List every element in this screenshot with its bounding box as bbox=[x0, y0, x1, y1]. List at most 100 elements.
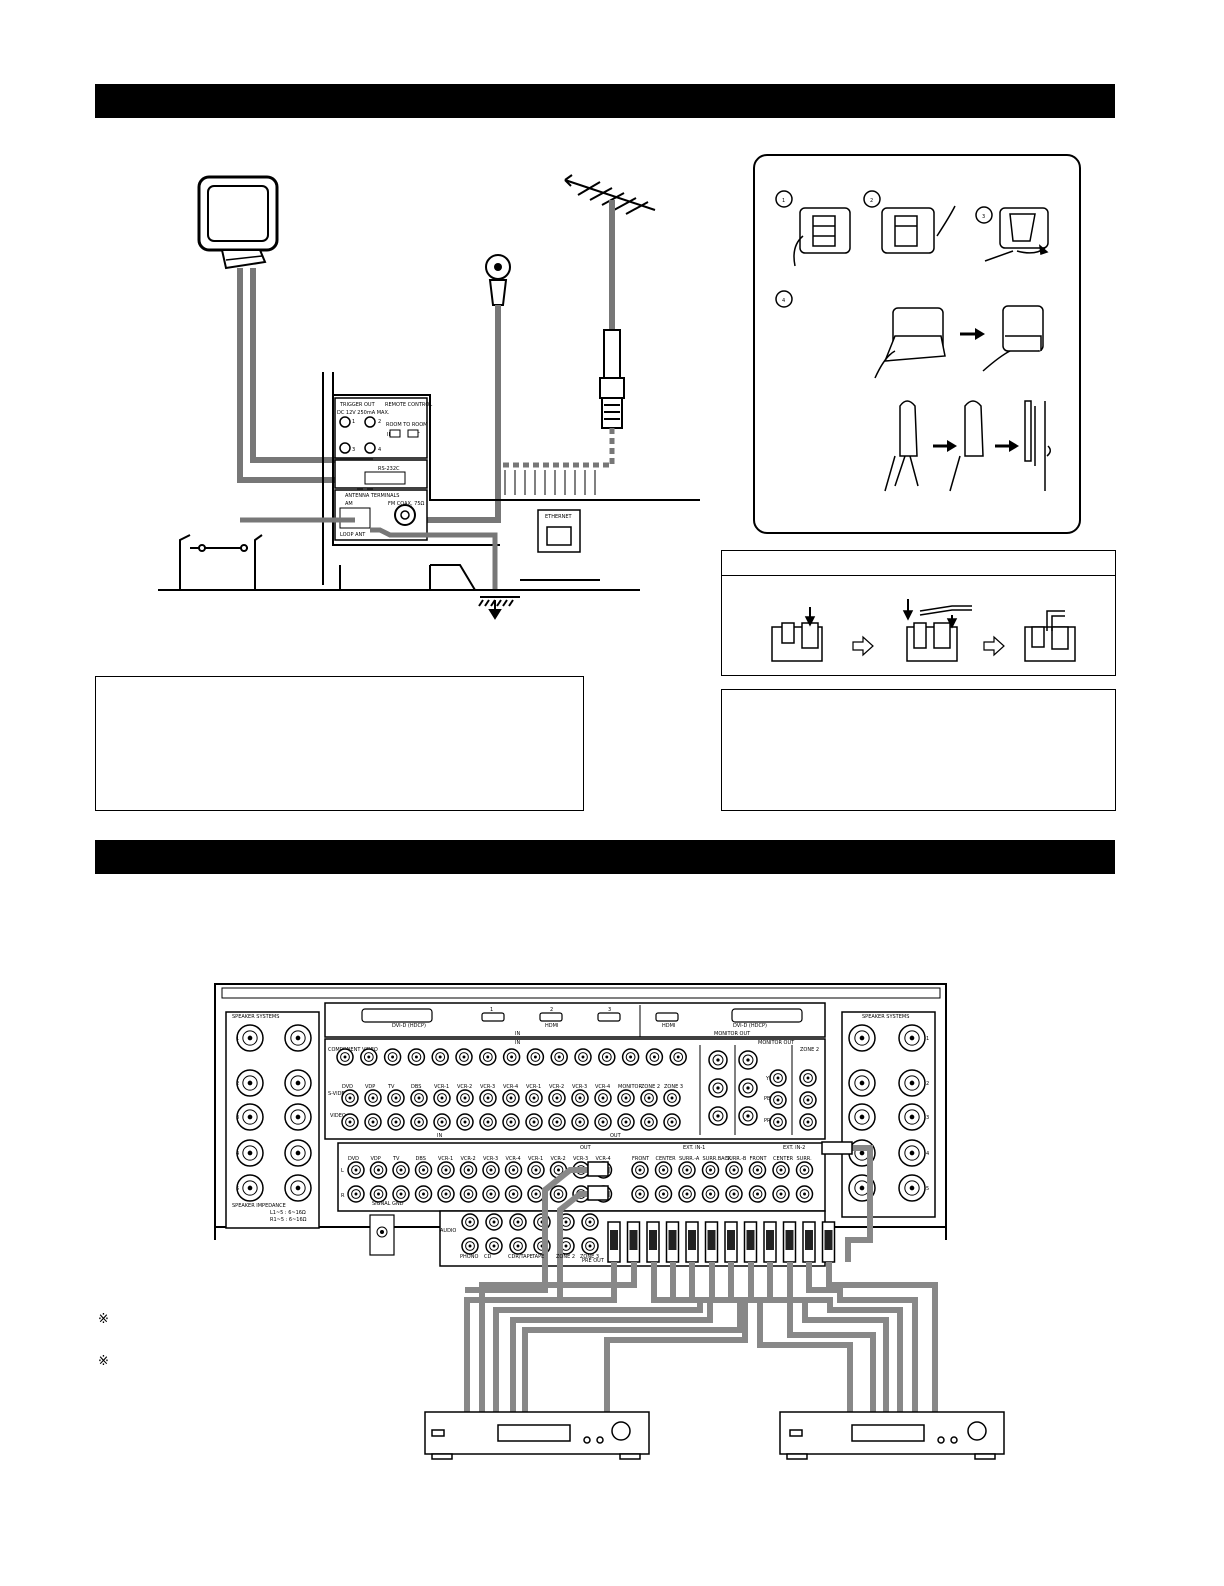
rca-plug-band bbox=[688, 1230, 696, 1250]
speaker-terminal-right-neg bbox=[898, 1024, 926, 1052]
fm-indoor-antenna-icon bbox=[485, 254, 511, 306]
audio-source-label: VCR-2 bbox=[461, 1156, 476, 1162]
video-source-label: VCR-4 bbox=[595, 1084, 610, 1090]
assembly-step3-icon bbox=[984, 207, 1049, 262]
video-source-label: VCR-2 bbox=[457, 1084, 472, 1090]
assembly-step-4: 4 bbox=[782, 298, 785, 304]
trigger-out-label: TRIGGER OUT bbox=[339, 402, 376, 408]
audio-cable bbox=[464, 1262, 617, 1412]
audio-jack-r bbox=[347, 1185, 365, 1203]
component-video-label: COMPONENT VIDEO bbox=[328, 1047, 378, 1053]
audio-jack-l bbox=[459, 1161, 478, 1179]
s-video-jack bbox=[640, 1089, 658, 1107]
speaker-terminal-left-neg bbox=[236, 1139, 264, 1167]
speaker-terminal-right-neg bbox=[898, 1069, 926, 1097]
s-video-jack bbox=[548, 1089, 566, 1107]
rca-plug-band bbox=[727, 1230, 735, 1250]
audio-jack-l bbox=[482, 1161, 500, 1179]
lower-audio-label: CD bbox=[484, 1254, 491, 1260]
terminal-connection-header bbox=[722, 551, 1115, 576]
rs232c-label: RS-232C bbox=[378, 466, 400, 472]
audio-l-label: L bbox=[341, 1168, 344, 1174]
video-jack bbox=[456, 1113, 474, 1131]
receiver-rear-panel-outline bbox=[322, 372, 700, 585]
speaker-num-right: 5 bbox=[926, 1186, 929, 1192]
ext-channel-label: FRONT bbox=[750, 1156, 768, 1162]
component-jack bbox=[574, 1048, 592, 1066]
lower-audio-label: ZONE 2 bbox=[556, 1254, 575, 1260]
s-video-jack bbox=[502, 1089, 520, 1107]
lower-audio-jack-r bbox=[485, 1237, 503, 1255]
lower-audio-jack-r bbox=[509, 1237, 527, 1255]
section-header-bar-antenna bbox=[95, 84, 1115, 118]
audio-jack-l bbox=[437, 1161, 455, 1179]
speaker-terminal-right-neg bbox=[898, 1174, 926, 1202]
speaker-systems-label-left: SPEAKER SYSTEMS bbox=[232, 1014, 279, 1020]
s-video-jack bbox=[456, 1089, 474, 1107]
fm-coax-label: FM COAX, 75Ω bbox=[388, 501, 425, 507]
video-source-label: DVD bbox=[342, 1084, 353, 1090]
external-player-left-icon bbox=[424, 1411, 650, 1460]
video-jack bbox=[410, 1113, 428, 1131]
s-video-jack bbox=[594, 1089, 612, 1107]
video-source-label: MONITOR bbox=[618, 1084, 642, 1090]
audio-cable bbox=[806, 1262, 918, 1412]
digital-monitor-out-label: MONITOR OUT bbox=[714, 1031, 751, 1037]
trigger-spec-label: DC 12V 250mA MAX. bbox=[337, 410, 390, 416]
assembly-step-1: 1 bbox=[782, 198, 785, 204]
monitor-out-jack bbox=[769, 1113, 787, 1131]
video-in-bottom-label: IN bbox=[437, 1133, 442, 1139]
monitor-y-label: Y bbox=[765, 1076, 770, 1082]
speaker-impedance-label: SPEAKER IMPEDANCE bbox=[232, 1203, 286, 1209]
component-jack bbox=[431, 1048, 449, 1066]
ext-in-jack-r bbox=[654, 1185, 673, 1203]
s-video-jack bbox=[525, 1089, 543, 1107]
audio-jack-r bbox=[527, 1185, 545, 1203]
speaker-terminal-left-neg bbox=[236, 1103, 264, 1131]
terminal-step2-icon bbox=[902, 599, 972, 662]
jack-group bbox=[236, 1024, 926, 1255]
speaker-terminal-right-pos bbox=[848, 1024, 876, 1052]
ext-in-1-label: EXT. IN-1 bbox=[683, 1145, 705, 1151]
lower-audio-label: ZONE 3 bbox=[580, 1254, 599, 1260]
video-jack bbox=[502, 1113, 520, 1131]
rca-plug-band bbox=[805, 1230, 813, 1250]
audio-cable bbox=[767, 1262, 889, 1412]
audio-jack-r bbox=[369, 1185, 388, 1203]
ext-channel-label: SURR. bbox=[797, 1156, 813, 1162]
audio-source-label: VCR-4 bbox=[596, 1156, 611, 1162]
audio-source-label: VCR-1 bbox=[528, 1156, 543, 1162]
ext-in-jack-r bbox=[795, 1185, 814, 1203]
audio-cable bbox=[465, 1167, 610, 1293]
speaker-terminal-left-neg bbox=[236, 1174, 264, 1202]
video-source-label: TV bbox=[387, 1084, 395, 1090]
impedance-l-label: L1~5 : 6~16Ω bbox=[270, 1210, 306, 1216]
video-in-label: IN bbox=[515, 1040, 520, 1046]
lower-audio-jack-r bbox=[581, 1237, 599, 1255]
section-header-bar-ext-in bbox=[95, 840, 1115, 874]
ext-channel-label: SURR.-A bbox=[679, 1156, 700, 1162]
zone2-out-jack bbox=[799, 1091, 817, 1109]
note-mark-1: ※ bbox=[98, 1312, 109, 1327]
rca-plug-band bbox=[785, 1230, 794, 1250]
audio-source-label: VCR-2 bbox=[551, 1156, 566, 1162]
external-player-right-icon bbox=[779, 1411, 1005, 1460]
speaker-num-right: 2 bbox=[926, 1081, 929, 1087]
monitor-out-jack bbox=[708, 1078, 728, 1098]
video-jack bbox=[387, 1113, 405, 1131]
audio-jack-l bbox=[347, 1161, 365, 1179]
video-jack bbox=[433, 1113, 451, 1131]
video-jack bbox=[525, 1113, 543, 1131]
lower-audio-jack-l bbox=[509, 1213, 527, 1231]
speaker-num-left: 5 bbox=[236, 1186, 239, 1192]
audio-cable bbox=[522, 1262, 743, 1412]
component-jack bbox=[383, 1048, 402, 1066]
ext-in-2-plug bbox=[821, 1141, 853, 1155]
loop-ant-label: LOOP ANT bbox=[340, 532, 366, 538]
video-source-label: VCR-2 bbox=[549, 1084, 564, 1090]
audio-source-label: VCR-3 bbox=[573, 1156, 588, 1162]
audio-source-label: VCR-3 bbox=[483, 1156, 498, 1162]
pre-out-label: PRE OUT bbox=[582, 1258, 605, 1264]
assembly-step-2: 2 bbox=[870, 198, 873, 204]
